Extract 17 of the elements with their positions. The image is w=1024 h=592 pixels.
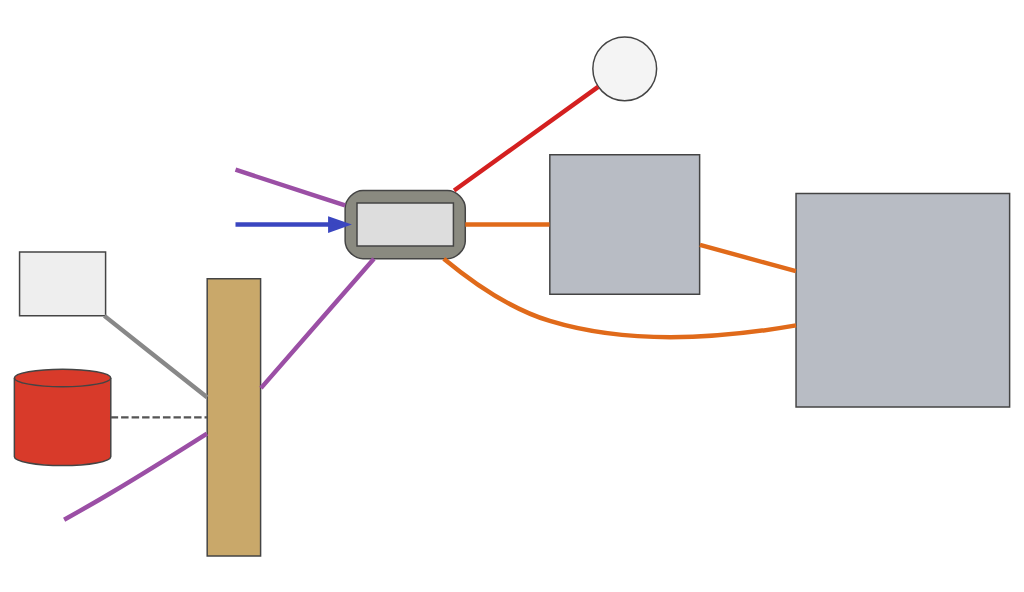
connector [442, 256, 797, 339]
node-circle [592, 35, 658, 101]
connector [234, 167, 346, 208]
node-box [18, 250, 107, 316]
node-box [549, 153, 701, 295]
arrow [235, 215, 352, 233]
connector [699, 242, 797, 273]
connector [103, 313, 209, 399]
connector [259, 256, 376, 390]
cluster [344, 189, 466, 259]
node-box [356, 201, 455, 247]
node-box [206, 277, 262, 557]
connector [110, 415, 208, 418]
connector [63, 431, 209, 522]
connector [465, 221, 550, 227]
node-box [795, 192, 1011, 408]
connector [452, 84, 600, 192]
